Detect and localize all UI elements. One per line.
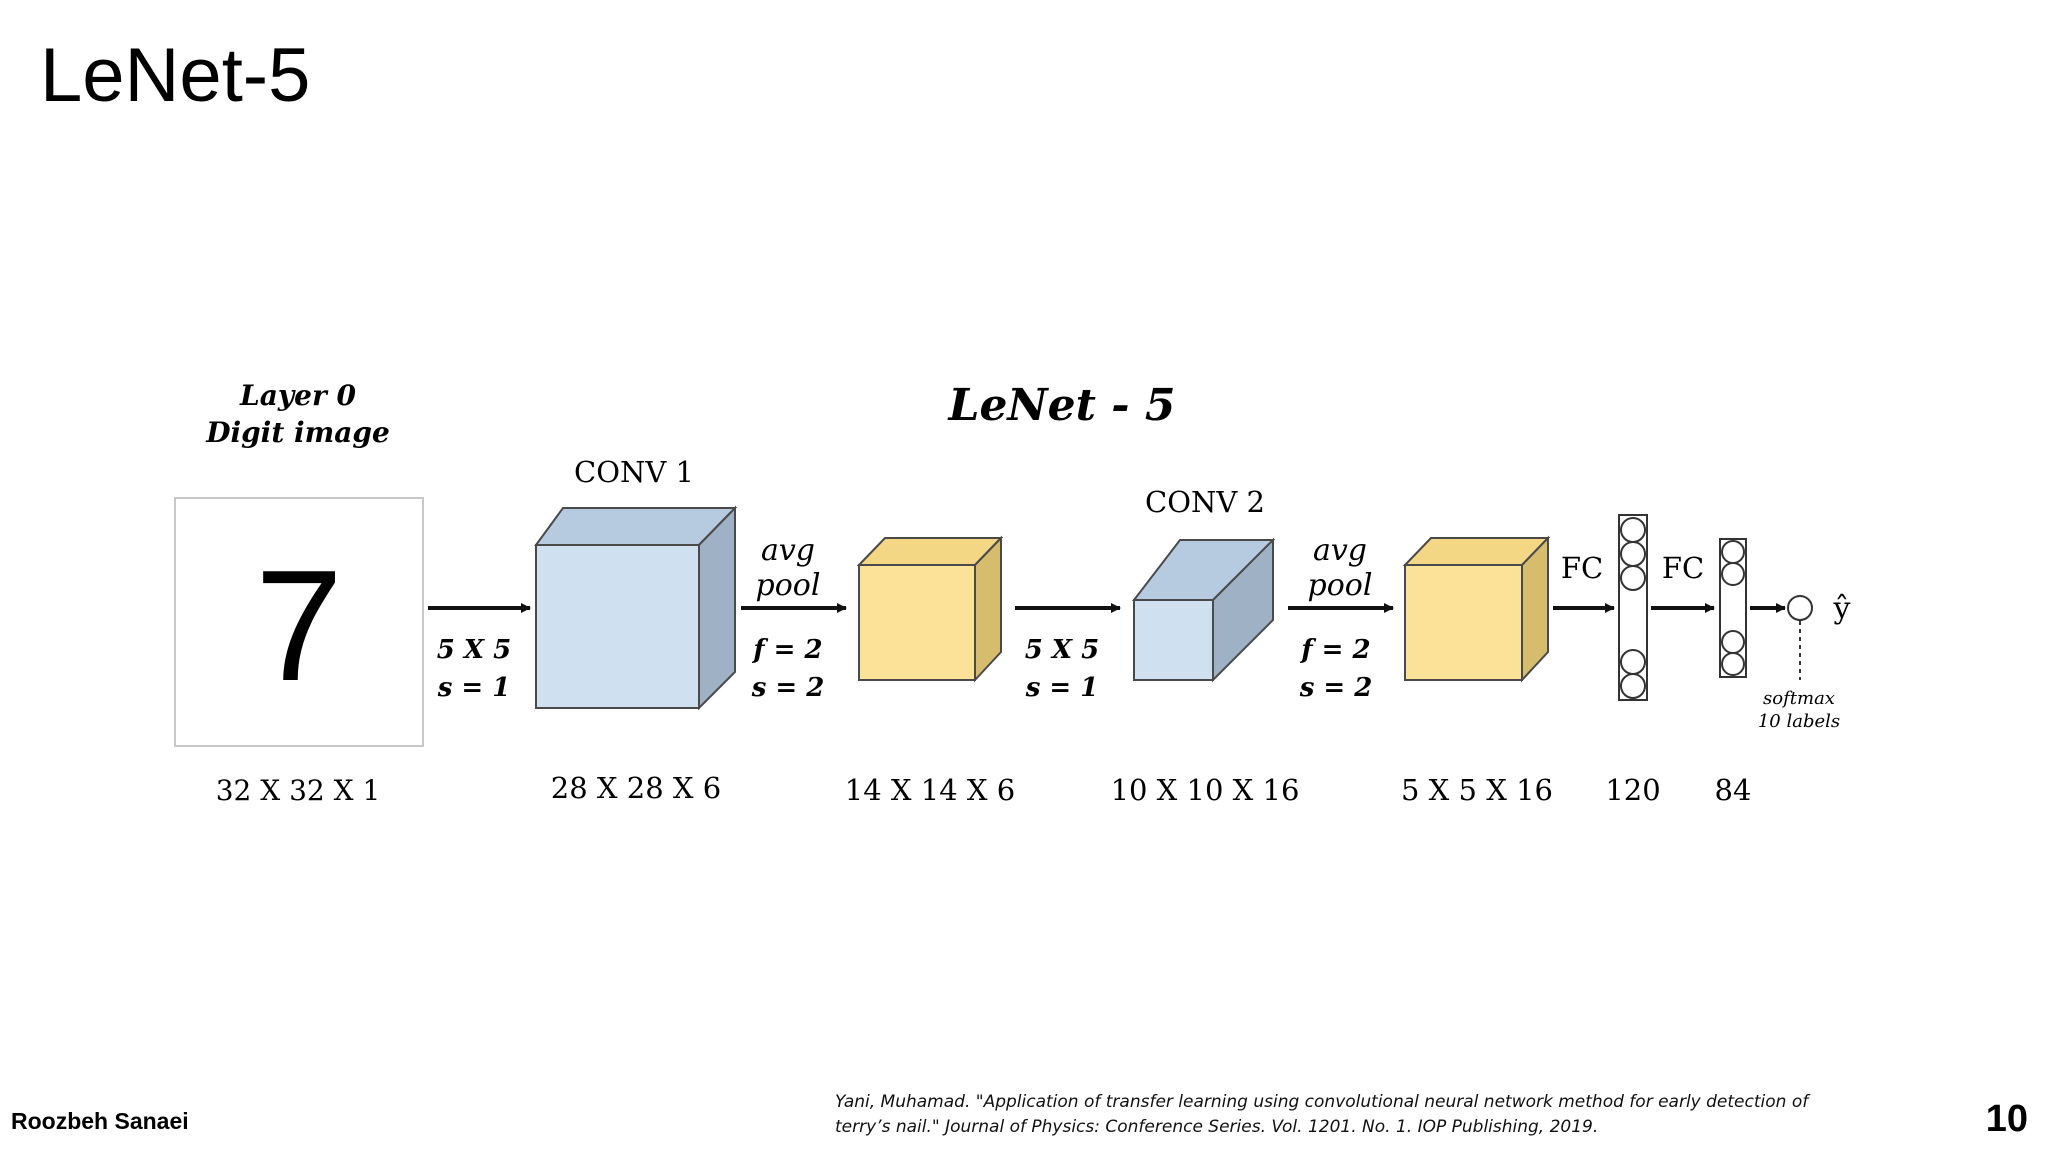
output-symbol: ŷ	[1833, 591, 1851, 626]
fc1-size: 120	[1605, 773, 1660, 807]
pool2-label-line1: avg	[1313, 533, 1367, 568]
citation: Yani, Muhamad. "Application of transfer …	[835, 1090, 1855, 1140]
input-heading-line2: Digit image	[205, 416, 390, 449]
pool1-label-line1: avg	[761, 533, 815, 568]
input-heading-line1: Layer 0	[239, 379, 356, 412]
output-node	[1787, 595, 1813, 621]
author-name: Roozbeh Sanaei	[11, 1108, 189, 1134]
pool2-label-line2: pool	[1308, 568, 1373, 603]
citation-line1: Yani, Muhamad. "Application of transfer …	[835, 1092, 1809, 1112]
fc1-neuron	[1620, 673, 1646, 699]
conv1-stride: s = 1	[437, 673, 511, 703]
pool1-f: f = 2	[751, 635, 822, 665]
pool1-shape: 14 X 14 X 6	[845, 773, 1015, 807]
pool1-s: s = 2	[751, 673, 825, 703]
pool1-label-line2: pool	[756, 568, 821, 603]
fc2-neuron	[1721, 652, 1745, 676]
conv2-shape: 10 X 10 X 16	[1111, 773, 1300, 807]
pool2-shape: 5 X 5 X 16	[1401, 773, 1553, 807]
conv2-front-face	[1133, 599, 1214, 681]
fc1-label: FC	[1561, 551, 1603, 585]
conv1-front-face	[535, 544, 700, 709]
conv2-kernel: 5 X 5	[1025, 635, 1099, 665]
pool1-front-face	[858, 564, 976, 681]
conv2-stride: s = 1	[1025, 673, 1099, 703]
pool2-f: f = 2	[1299, 635, 1370, 665]
input-image-frame	[174, 497, 424, 747]
page-number: 10	[1985, 1098, 2028, 1140]
conv2-label: CONV 2	[1145, 485, 1265, 519]
conv1-kernel: 5 X 5	[437, 635, 511, 665]
conv1-shape: 28 X 28 X 6	[551, 771, 721, 805]
output-note-line1: softmax	[1763, 688, 1835, 709]
fc2-size: 84	[1715, 773, 1752, 807]
fc2-label: FC	[1662, 551, 1704, 585]
fc2-neuron	[1721, 562, 1745, 586]
citation-line2: terry’s nail." Journal of Physics: Confe…	[835, 1117, 1599, 1137]
input-shape: 32 X 32 X 1	[216, 774, 381, 807]
pool2-s: s = 2	[1299, 673, 1373, 703]
input-digit: 7	[255, 538, 343, 714]
fc1-neuron	[1620, 565, 1646, 591]
slide-title: LeNet-5	[40, 33, 311, 118]
output-note-line2: 10 labels	[1758, 711, 1840, 732]
conv1-label: CONV 1	[574, 455, 694, 489]
pool2-front-face	[1404, 564, 1523, 681]
diagram-title: LeNet - 5	[947, 380, 1176, 431]
